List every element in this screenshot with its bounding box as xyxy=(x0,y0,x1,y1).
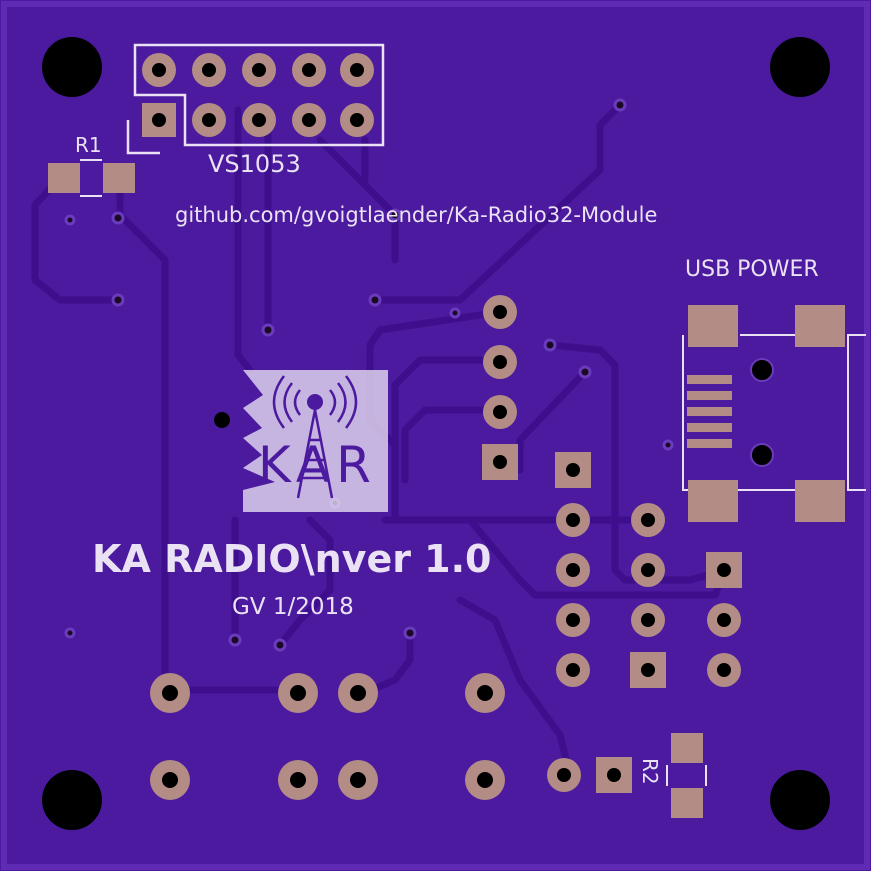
mounting-hole-top-right xyxy=(770,37,830,97)
mounting-hole-bottom-right xyxy=(770,770,830,830)
pin-row-vertical xyxy=(482,295,518,480)
pin-matrix xyxy=(555,452,742,688)
author-date: GV 1/2018 xyxy=(232,594,354,620)
mounting-holes xyxy=(42,37,830,830)
mounting-hole-bottom-left xyxy=(42,770,102,830)
board-title: KA RADIO\nver 1.0 xyxy=(92,537,492,581)
mounting-hole-top-left xyxy=(42,37,102,97)
r1-label: R1 xyxy=(75,133,102,157)
usb-label: USB POWER xyxy=(685,257,819,282)
resistor-r2: R2 xyxy=(638,733,707,818)
fiducial xyxy=(214,412,230,428)
kar-logo: KAR xyxy=(243,370,388,512)
header-label: VS1053 xyxy=(208,150,301,178)
logo-text: KAR xyxy=(258,436,377,494)
vs1053-header: VS1053 xyxy=(126,43,385,178)
r2-label: R2 xyxy=(638,758,662,785)
copper-traces xyxy=(31,101,729,779)
resistor-r1: R1 xyxy=(48,133,135,197)
bottom-pads xyxy=(150,673,632,800)
url-text: github.com/gvoigtlaender/Ka-Radio32-Modu… xyxy=(175,203,657,227)
usb-connector: USB POWER xyxy=(682,257,866,522)
